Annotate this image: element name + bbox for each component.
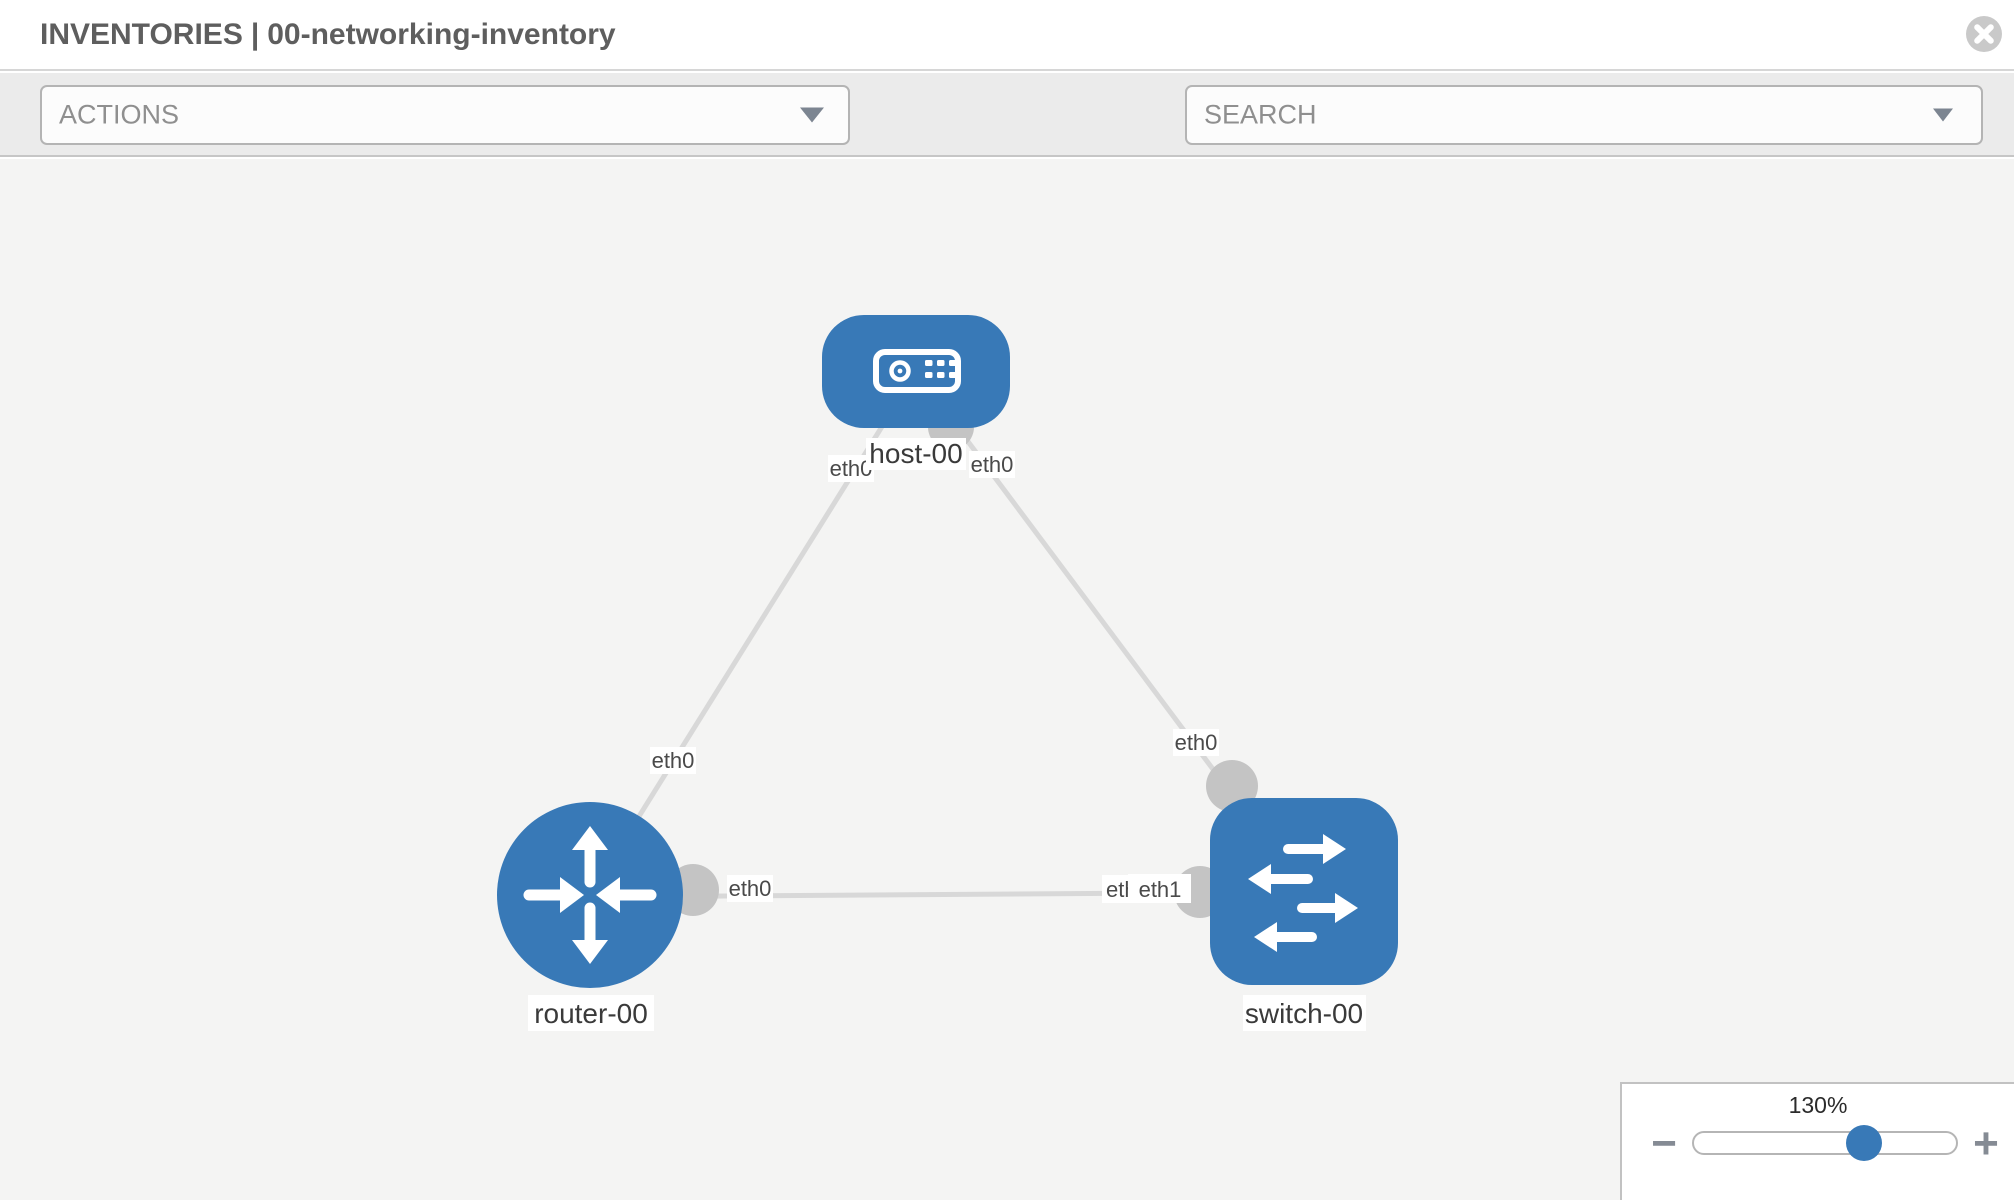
close-button[interactable]: [1965, 15, 2003, 53]
node-router-00[interactable]: [497, 802, 683, 988]
interface-label: eth1: [1128, 874, 1191, 903]
actions-dropdown-label: ACTIONS: [59, 99, 180, 130]
node-label-switch: switch-00: [1243, 995, 1366, 1031]
page-header: INVENTORIES|00-networking-inventory: [0, 0, 2014, 71]
node-label-host: host-00: [866, 438, 966, 470]
node-label-router: router-00: [528, 995, 654, 1031]
host-icon: [873, 349, 961, 393]
zoom-out-button[interactable]: −: [1642, 1120, 1686, 1168]
svg-text:eth0: eth0: [652, 748, 695, 773]
interface-label: eth0: [727, 875, 773, 902]
svg-text:eth0: eth0: [830, 456, 873, 481]
node-labels: host-00 router-00 switch-00: [528, 438, 1366, 1031]
breadcrumb-section: INVENTORIES: [40, 17, 243, 51]
zoom-in-button[interactable]: +: [1964, 1120, 2008, 1168]
chevron-down-icon: [800, 107, 824, 123]
interface-label: eth0: [650, 747, 696, 774]
svg-text:eth0: eth0: [971, 452, 1014, 477]
interface-label: eth0: [1173, 729, 1219, 756]
topology-svg: eth0 eth0 eth0 eth0 eth0: [497, 315, 1398, 1031]
interface-label: eth0: [969, 451, 1015, 478]
zoom-slider-thumb[interactable]: [1846, 1125, 1882, 1161]
zoom-slider-track[interactable]: [1692, 1125, 1958, 1161]
page-title: INVENTORIES|00-networking-inventory: [40, 18, 624, 52]
router-icon: [523, 826, 657, 964]
switch-icon: [1248, 834, 1358, 952]
breadcrumb-separator: |: [250, 17, 260, 51]
topology-canvas[interactable]: eth0 eth0 eth0 eth0 eth0: [0, 159, 2014, 1200]
svg-text:host-00: host-00: [869, 438, 962, 469]
zoom-panel: 130% − +: [1620, 1082, 2014, 1200]
close-icon: [1966, 16, 2002, 52]
svg-text:eth0: eth0: [729, 876, 772, 901]
search-dropdown[interactable]: SEARCH: [1185, 85, 1983, 145]
svg-text:router-00: router-00: [534, 998, 648, 1029]
chevron-down-icon: [1933, 108, 1953, 122]
inventory-name: 00-networking-inventory: [267, 17, 616, 51]
zoom-level: 130%: [1788, 1092, 1848, 1118]
svg-text:eth1: eth1: [1139, 877, 1182, 902]
svg-text:eth0: eth0: [1175, 730, 1218, 755]
node-switch-00[interactable]: [1210, 798, 1398, 985]
svg-text:switch-00: switch-00: [1245, 998, 1363, 1029]
interface-labels: eth0 eth0 eth0 eth0 eth0: [650, 451, 1219, 903]
node-host-00[interactable]: [822, 315, 1010, 428]
actions-dropdown[interactable]: ACTIONS: [40, 85, 850, 145]
search-dropdown-label: SEARCH: [1204, 99, 1317, 130]
toolbar: ACTIONS SEARCH: [0, 73, 2014, 206]
interface-ports: [667, 404, 1258, 918]
